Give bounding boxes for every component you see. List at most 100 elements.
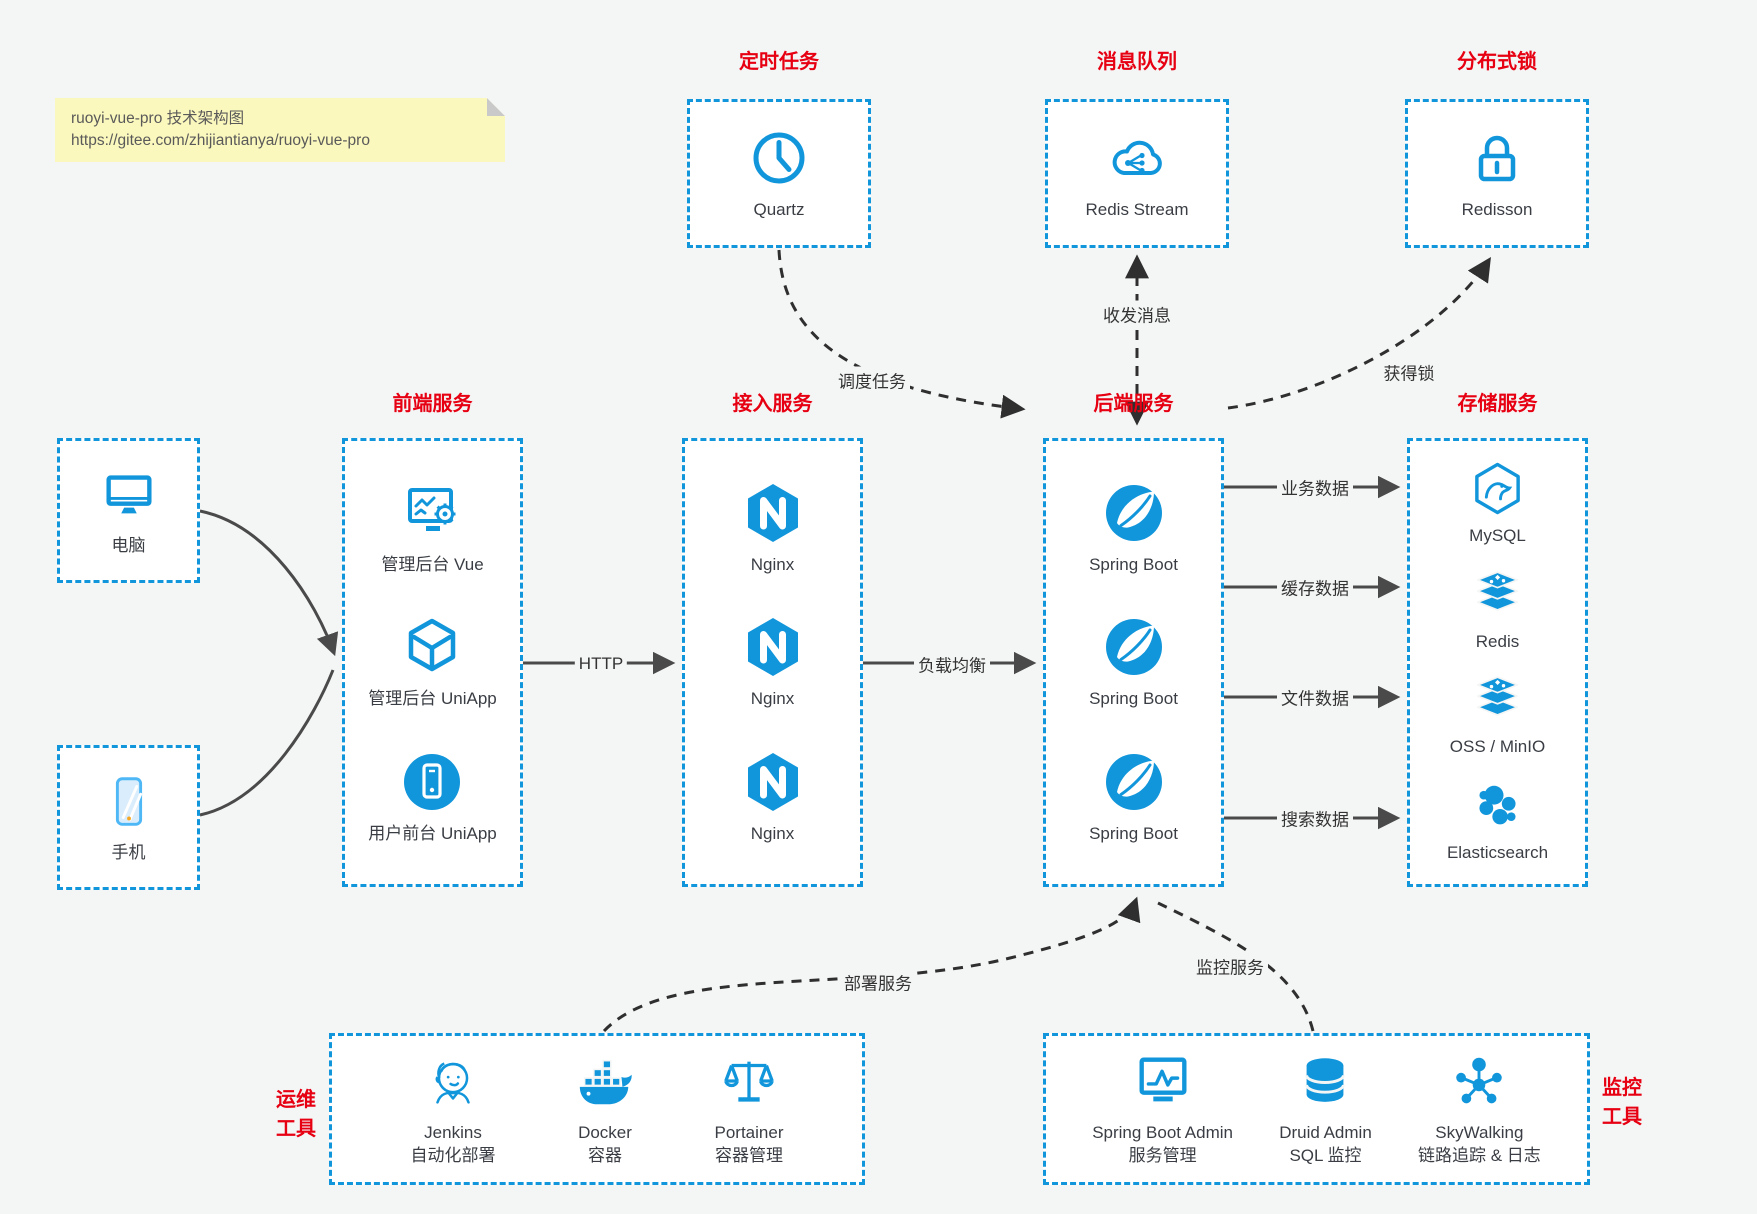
node-label: Jenkins xyxy=(424,1123,482,1142)
side-label-ops-tools: 运维 工具 xyxy=(276,1089,316,1140)
edge-label-load-balance: 负载均衡 xyxy=(914,650,990,678)
node-spring-boot: Spring Boot xyxy=(1089,481,1178,576)
node--: 电脑 xyxy=(98,464,160,557)
nginx-icon xyxy=(741,615,805,679)
node-spring-boot: Spring Boot xyxy=(1089,750,1178,845)
edge-deploy xyxy=(602,896,1141,1033)
node-label: SkyWalking xyxy=(1435,1123,1524,1142)
node-label: 管理后台 Vue xyxy=(381,554,484,574)
edge-label-business: 业务数据 xyxy=(1277,473,1353,501)
node-label: Nginx xyxy=(750,823,795,843)
phone-icon xyxy=(98,771,160,833)
section-title-frontend: 前端服务 xyxy=(392,393,473,415)
node-label: Druid Admin xyxy=(1279,1123,1372,1142)
druid-icon xyxy=(1294,1051,1356,1113)
node-label: Quartz xyxy=(753,200,805,219)
node-nginx: Nginx xyxy=(741,615,805,710)
node-label-line2: 服务管理 xyxy=(1128,1146,1197,1165)
redis-icon xyxy=(1470,567,1525,622)
node-label: Elasticsearch xyxy=(1446,843,1549,863)
jenkins-icon xyxy=(422,1051,484,1113)
node-label-line2: 自动化部署 xyxy=(410,1146,496,1165)
desktop-icon xyxy=(98,464,160,526)
node-label: Redis Stream xyxy=(1085,200,1189,219)
section-title-gateway: 接入服务 xyxy=(732,393,813,415)
docker-icon xyxy=(574,1051,636,1113)
node-redis-stream: Redis Stream xyxy=(1085,126,1189,221)
node--vue: 管理后台 Vue xyxy=(381,481,484,576)
section-title-storage: 存储服务 xyxy=(1457,393,1538,415)
node-nginx: Nginx xyxy=(741,750,805,845)
box-message-queue: Redis Stream xyxy=(1045,99,1229,248)
edge-mobile-frontend xyxy=(199,669,335,817)
node-spring-boot-admin: Spring Boot Admin 服务管理 xyxy=(1092,1051,1233,1167)
node-label: 用户前台 UniApp xyxy=(368,823,497,843)
monitor-admin-icon xyxy=(1132,1051,1194,1113)
node-label: Redisson xyxy=(1461,200,1533,219)
edge-label-schedule: 调度任务 xyxy=(834,366,910,394)
node-redisson: Redisson xyxy=(1461,126,1533,221)
edge-label-message: 收发消息 xyxy=(1099,300,1175,328)
note-url: https://gitee.com/zhijiantianya/ruoyi-vu… xyxy=(71,132,370,149)
node-label-line2: 容器 xyxy=(588,1146,622,1165)
box-distributed-lock: Redisson xyxy=(1405,99,1589,248)
sticky-note: ruoyi-vue-pro 技术架构图 https://gitee.com/zh… xyxy=(55,98,505,162)
edge-label-deploy: 部署服务 xyxy=(840,968,916,996)
edge-label-lock: 获得锁 xyxy=(1379,358,1439,386)
edge-label-cache: 缓存数据 xyxy=(1277,573,1353,601)
cube-icon xyxy=(400,615,464,679)
node--uniapp: 用户前台 UniApp xyxy=(368,750,497,845)
node-label: Docker xyxy=(578,1123,632,1142)
cloud-share-icon xyxy=(1105,126,1169,190)
node-spring-boot: Spring Boot xyxy=(1089,615,1178,710)
mysql-icon xyxy=(1470,461,1525,516)
node-label: OSS / MinIO xyxy=(1449,737,1546,757)
edge-label-http: HTTP xyxy=(574,653,628,675)
node-skywalking: SkyWalking 链路追踪 & 日志 xyxy=(1418,1051,1541,1167)
node-jenkins: Jenkins 自动化部署 xyxy=(411,1051,496,1167)
node-label: 手机 xyxy=(111,843,146,862)
lock-icon xyxy=(1465,126,1529,190)
nginx-icon xyxy=(741,481,805,545)
node-label-line2: SQL 监控 xyxy=(1289,1146,1362,1165)
box-client-mobile: 手机 xyxy=(57,745,200,890)
box-client-pc: 电脑 xyxy=(57,438,200,583)
node-label: Spring Boot xyxy=(1089,689,1178,708)
section-title-backend: 后端服务 xyxy=(1093,393,1174,415)
section-title-message-queue: 消息队列 xyxy=(1097,51,1177,73)
node--: 手机 xyxy=(98,771,160,864)
node-label-line2: 链路追踪 & 日志 xyxy=(1417,1146,1541,1165)
spring-icon xyxy=(1102,481,1166,545)
node-label: Redis xyxy=(1475,631,1520,651)
nginx-icon xyxy=(741,750,805,814)
box-frontend: 管理后台 Vue 管理后台 UniApp 用户前台 UniApp xyxy=(342,438,523,887)
edge-label-monitor: 监控服务 xyxy=(1192,952,1268,980)
elastic-icon xyxy=(1470,778,1525,833)
node-label: Spring Boot Admin xyxy=(1092,1123,1233,1142)
node-redis: Redis xyxy=(1470,567,1525,653)
node-label: Spring Boot xyxy=(1089,554,1178,574)
node-elasticsearch: Elasticsearch xyxy=(1447,778,1548,864)
node-label: Nginx xyxy=(750,554,795,574)
skywalking-icon xyxy=(1448,1051,1510,1113)
node-quartz: Quartz xyxy=(747,126,811,221)
node-nginx: Nginx xyxy=(741,481,805,576)
section-title-distributed-lock: 分布式锁 xyxy=(1457,51,1537,73)
note-fold-corner xyxy=(487,98,505,116)
clock-icon xyxy=(747,126,811,190)
phone-circle-icon xyxy=(400,750,464,814)
section-title-scheduled-task: 定时任务 xyxy=(739,51,819,73)
node-label: 电脑 xyxy=(111,536,146,555)
node-label: Nginx xyxy=(750,689,795,708)
node-oss-minio: OSS / MinIO xyxy=(1450,672,1545,758)
node-label: 管理后台 UniApp xyxy=(368,689,497,708)
node--uniapp: 管理后台 UniApp xyxy=(368,615,497,710)
node-mysql: MySQL xyxy=(1469,461,1526,547)
